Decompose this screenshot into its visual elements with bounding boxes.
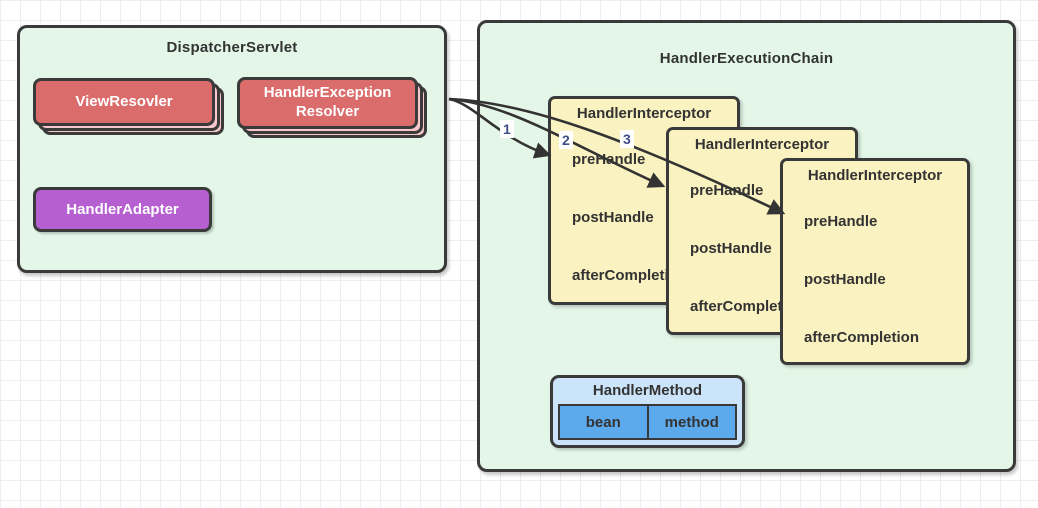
method-aftercompletion: afterCompletion: [690, 298, 806, 315]
arrow-label-3: 3: [620, 130, 634, 148]
method-prehandle: preHandle: [690, 182, 764, 199]
handler-interceptor-title: HandlerInterceptor: [807, 167, 943, 184]
view-resolver-label: ViewResovler: [33, 78, 215, 126]
bean-cell: bean: [560, 406, 647, 438]
view-resolver-box: ViewResovler: [33, 78, 224, 135]
handler-exception-resolver-label: HandlerException Resolver: [237, 77, 418, 129]
handler-interceptor-title: HandlerInterceptor: [694, 136, 830, 153]
handler-execution-chain-panel: HandlerExecutionChain HandlerInterceptor…: [477, 20, 1016, 472]
arrow-label-1: 1: [500, 120, 514, 138]
handler-adapter-label: HandlerAdapter: [66, 201, 179, 218]
method-posthandle: postHandle: [572, 209, 654, 226]
method-prehandle: preHandle: [572, 151, 646, 168]
handler-method-title: HandlerMethod: [592, 382, 703, 399]
dispatcher-servlet-title: DispatcherServlet: [166, 39, 298, 56]
handler-interceptor-box-3: HandlerInterceptor preHandle postHandle …: [780, 158, 970, 365]
method-cell: method: [646, 406, 735, 438]
dispatcher-servlet-panel: DispatcherServlet ViewResovler HandlerEx…: [17, 25, 447, 273]
method-posthandle: postHandle: [690, 240, 772, 257]
handler-execution-chain-title: HandlerExecutionChain: [659, 50, 834, 67]
method-prehandle: preHandle: [804, 213, 878, 230]
method-aftercompletion: afterCompletion: [572, 267, 688, 284]
arrow-label-2: 2: [559, 131, 573, 149]
handler-exception-resolver-box: HandlerException Resolver: [237, 77, 427, 138]
method-posthandle: postHandle: [804, 271, 886, 288]
handler-interceptor-title: HandlerInterceptor: [576, 105, 712, 122]
handler-method-box: HandlerMethod bean method: [550, 375, 745, 448]
method-aftercompletion: afterCompletion: [804, 329, 920, 346]
handler-adapter-box: HandlerAdapter: [33, 187, 212, 232]
handler-method-row: bean method: [558, 404, 737, 440]
